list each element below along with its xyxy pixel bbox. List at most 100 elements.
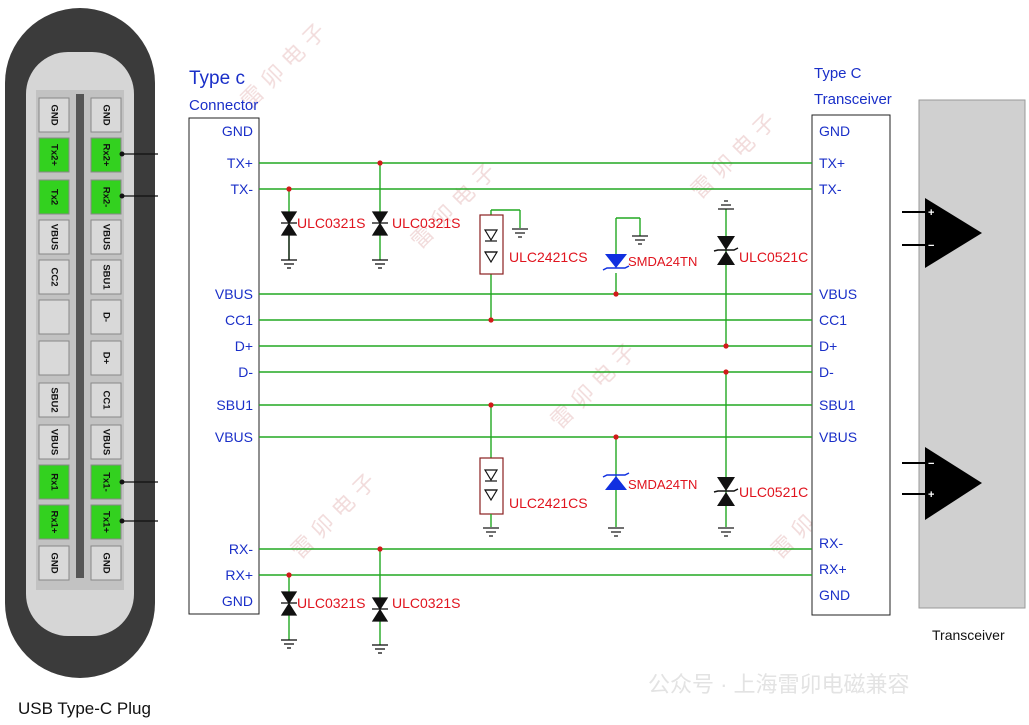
label-ulc0321s-rx1: ULC0321S <box>297 595 366 611</box>
tvs-diode-rx1-icon <box>280 591 298 649</box>
connector-pin-label: GND <box>222 123 253 139</box>
right-pin-label: GND <box>100 552 111 573</box>
right-pin <box>90 382 122 418</box>
svg-text:−: − <box>928 240 934 252</box>
left-pin <box>38 137 70 173</box>
svg-text:+: + <box>928 489 934 501</box>
transceiver-pin-label: TX- <box>819 181 842 197</box>
transceiver-pin-label: RX- <box>819 535 843 551</box>
transceiver-pin-label: RX+ <box>819 561 847 577</box>
left-pin <box>38 179 70 215</box>
left-pin-label: Tx2+ <box>48 144 59 166</box>
right-pin-label: Tx1- <box>100 472 111 492</box>
transceiver-pin-label: CC1 <box>819 312 847 328</box>
label-ulc2421cs-bottom: ULC2421CS <box>509 495 588 511</box>
right-pin-label: Rx2- <box>100 187 111 208</box>
label-smda24tn-top: SMDA24TN <box>628 254 697 269</box>
left-pin-label: VBUS <box>48 429 59 455</box>
plug-caption: USB Type-C Plug <box>18 699 151 718</box>
ground-array-top-icon <box>512 228 528 238</box>
tvs-diode-tx1-icon <box>280 211 298 269</box>
connector-subtitle: Connector <box>189 97 258 114</box>
left-pin <box>38 299 70 335</box>
ground-array-bottom-icon <box>483 527 499 537</box>
right-pin-label: Tx1+ <box>100 511 111 533</box>
label-ulc0321s-tx1: ULC0321S <box>297 215 366 231</box>
tvs-array-bottom-icon <box>479 457 504 527</box>
right-pin <box>90 504 122 540</box>
svg-text:+: + <box>928 207 934 219</box>
transceiver-box-subtitle: Transceiver <box>814 91 892 108</box>
connector-title: Type c <box>189 68 245 89</box>
left-pin-label: Rx1+ <box>48 511 59 534</box>
tongue-divider <box>76 94 84 578</box>
receiver-amplifier-icon <box>925 447 982 520</box>
transceiver-pin-label: SBU1 <box>819 397 856 413</box>
transceiver-pin-label: VBUS <box>819 286 857 302</box>
left-pin-label: Rx1 <box>48 473 59 491</box>
label-ulc0321s-rx2: ULC0321S <box>392 595 461 611</box>
label-ulc0521c-top: ULC0521C <box>739 249 808 265</box>
label-smda24tn-bottom: SMDA24TN <box>628 477 697 492</box>
transceiver-pin-label: D+ <box>819 338 837 354</box>
right-pin <box>90 464 122 500</box>
connector-pin-label: VBUS <box>215 429 253 445</box>
connector-pin-label: SBU1 <box>216 397 253 413</box>
label-ulc0321s-tx2: ULC0321S <box>392 215 461 231</box>
left-pin <box>38 259 70 295</box>
left-pin-label: SBU2 <box>48 387 59 412</box>
tvs-diode-rx2-icon <box>371 597 389 654</box>
transceiver-pin-label: VBUS <box>819 429 857 445</box>
left-pin-label: GND <box>48 552 59 573</box>
right-pin <box>90 97 122 133</box>
right-pin <box>90 340 122 376</box>
left-pin-label: Tx2 <box>48 189 59 205</box>
connector-pin-label: RX+ <box>225 567 253 583</box>
left-pin-label: CC2 <box>48 267 59 286</box>
left-pin <box>38 219 70 255</box>
right-pin-label: VBUS <box>100 224 111 250</box>
right-pin-label: Rx2+ <box>100 144 111 167</box>
connector-pin-label: RX- <box>229 541 253 557</box>
right-pin <box>90 424 122 460</box>
svg-text:雷 卯 电 子: 雷 卯 电 子 <box>687 110 782 205</box>
driver-amplifier-icon <box>925 198 982 268</box>
left-pin <box>38 464 70 500</box>
connector-pin-label: VBUS <box>215 286 253 302</box>
left-pin <box>38 97 70 133</box>
tvs-array-top-icon <box>479 214 504 275</box>
connector-pin-label: CC1 <box>225 312 253 328</box>
connector-pin-label: TX+ <box>227 155 253 171</box>
watermark-layer: 雷 卯 电 子 雷 卯 电 子 雷 卯 电 子 雷 卯 电 子 雷 卯 电 子 … <box>237 20 862 565</box>
transceiver-pin-label: GND <box>819 587 850 603</box>
smda-tvs-bottom-icon <box>602 472 630 537</box>
connector-pin-label: D- <box>238 364 253 380</box>
right-pin <box>90 259 122 295</box>
ulc0521-top-icon <box>713 200 739 265</box>
signal-wires <box>259 162 812 645</box>
transceiver-pin-label: D- <box>819 364 834 380</box>
connector-pin-label: TX- <box>230 181 253 197</box>
transceiver-block: + − − + <box>902 99 1026 609</box>
right-pin-label: VBUS <box>100 429 111 455</box>
right-pin-label: D+ <box>100 352 111 365</box>
plug-lead-lines <box>122 153 158 522</box>
transceiver-pin-label: GND <box>819 123 850 139</box>
left-pin <box>38 424 70 460</box>
ulc0521-bottom-icon <box>713 477 739 537</box>
left-pin-label: VBUS <box>48 224 59 250</box>
right-pin <box>90 219 122 255</box>
connector-pin-label: GND <box>222 593 253 609</box>
transceiver-box-title: Type C <box>814 65 862 82</box>
left-pin <box>38 340 70 376</box>
tvs-diode-tx2-icon <box>371 211 389 269</box>
right-pin-label: SBU1 <box>100 264 111 290</box>
right-pin <box>90 299 122 335</box>
connector-box <box>188 117 260 615</box>
transceiver-box <box>811 114 891 616</box>
right-pin <box>90 545 122 581</box>
left-pin <box>38 545 70 581</box>
